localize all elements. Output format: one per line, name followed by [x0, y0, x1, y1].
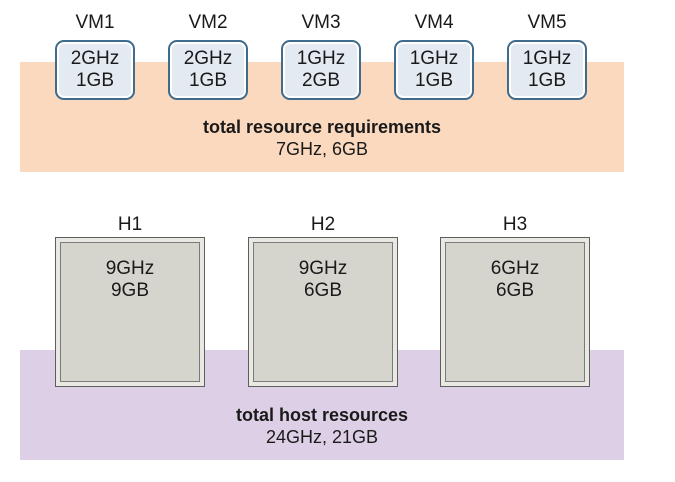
vm-box-vm4: 1GHz 1GB [394, 40, 474, 100]
vm-name: VM1 [75, 12, 115, 33]
requirements-caption: total resource requirements 7GHz, 6GB [20, 116, 624, 160]
host-name: H1 [117, 214, 143, 235]
vm-name: VM4 [414, 12, 454, 33]
host-box-h2: 9GHz 6GB [248, 237, 398, 387]
vm-box-vm1: 2GHz 1GB [55, 40, 135, 100]
requirements-value: 7GHz, 6GB [275, 139, 369, 159]
vm-box-vm2: 2GHz 1GB [168, 40, 248, 100]
host-cpu: 9GHz [298, 258, 348, 279]
requirements-title: total resource requirements [202, 117, 442, 137]
vm-memory: 2GB [301, 70, 341, 91]
vm-memory: 1GB [414, 70, 454, 91]
vm-cpu: 1GHz [522, 48, 572, 69]
host-memory: 9GB [110, 280, 150, 301]
host-name: H2 [310, 214, 336, 235]
vm-box-vm5: 1GHz 1GB [507, 40, 587, 100]
vm-cpu: 1GHz [409, 48, 459, 69]
host-cpu: 6GHz [490, 258, 540, 279]
vm-memory: 1GB [527, 70, 567, 91]
host-resources-value: 24GHz, 21GB [265, 427, 379, 447]
vm-name: VM3 [301, 12, 341, 33]
vm-box-vm3: 1GHz 2GB [281, 40, 361, 100]
host-box-h3: 6GHz 6GB [440, 237, 590, 387]
host-memory: 6GB [303, 280, 343, 301]
host-name: H3 [502, 214, 528, 235]
vm-cpu: 2GHz [70, 48, 120, 69]
vm-cpu: 1GHz [296, 48, 346, 69]
host-box-h1: 9GHz 9GB [55, 237, 205, 387]
host-resources-caption: total host resources 24GHz, 21GB [20, 404, 624, 448]
host-memory: 6GB [495, 280, 535, 301]
host-cpu: 9GHz [105, 258, 155, 279]
vm-memory: 1GB [188, 70, 228, 91]
vm-cpu: 2GHz [183, 48, 233, 69]
vm-name: VM2 [188, 12, 228, 33]
vm-memory: 1GB [75, 70, 115, 91]
vm-name: VM5 [527, 12, 567, 33]
host-resources-title: total host resources [235, 405, 409, 425]
